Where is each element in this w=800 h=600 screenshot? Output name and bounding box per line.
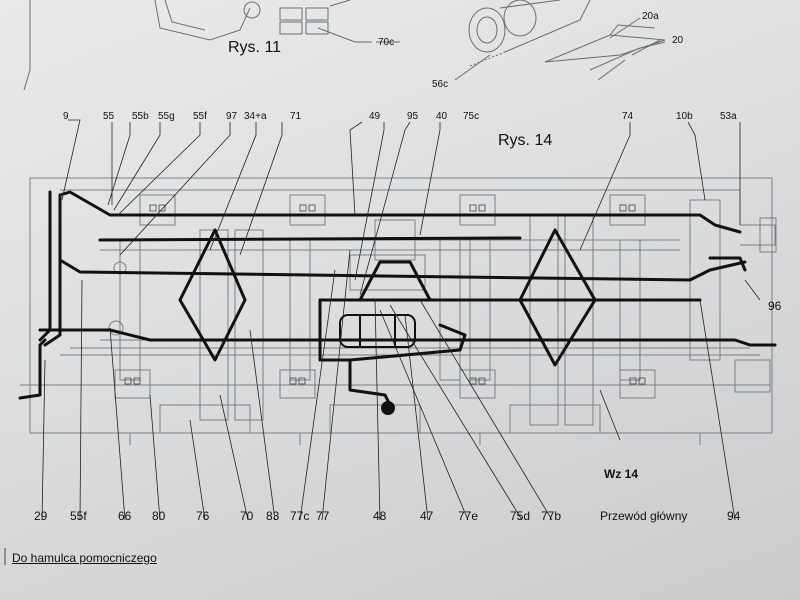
callout-55b: 55b — [132, 111, 149, 122]
main-pipe-label: Przewód główny — [600, 509, 688, 523]
label-70c: 70c — [378, 37, 395, 48]
callout-55: 55 — [103, 111, 115, 122]
callout-77: 77 — [316, 509, 330, 523]
callout-47: 47 — [420, 509, 434, 523]
callout-55f-bottom: 55f — [70, 509, 87, 523]
callout-9: 9 — [63, 111, 69, 122]
callout-53a: 53a — [720, 111, 737, 122]
label-56c: 56c — [432, 79, 449, 90]
callout-70: 70 — [240, 509, 254, 523]
callout-77e: 77e — [458, 509, 479, 523]
callout-40: 40 — [436, 111, 448, 122]
callout-94: 94 — [727, 509, 741, 523]
callout-77b: 77b — [541, 509, 562, 523]
callout-55g: 55g — [158, 111, 175, 122]
callout-29: 29 — [34, 509, 48, 523]
auxiliary-brake-note: Do hamulca pomocniczego — [12, 551, 157, 565]
callout-10b: 10b — [676, 111, 693, 122]
callout-80: 80 — [152, 509, 166, 523]
callout-97: 97 — [226, 111, 238, 122]
callout-75d: 75d — [510, 509, 531, 523]
label-20: 20 — [672, 35, 684, 46]
callout-49: 49 — [369, 111, 381, 122]
rys11-figure — [23, 0, 372, 91]
callout-77c: 77c — [290, 509, 310, 523]
callout-96: 96 — [768, 299, 782, 313]
callout-95: 95 — [407, 111, 419, 122]
callout-66: 66 — [118, 509, 132, 523]
brake-pipes — [18, 190, 777, 407]
callout-76: 76 — [196, 509, 210, 523]
callout-83: 83 — [266, 509, 280, 523]
callout-71: 71 — [290, 111, 302, 122]
callout-55f-top: 55f — [193, 111, 207, 122]
rys14-title: Rys. 14 — [498, 132, 553, 149]
callout-74: 74 — [622, 111, 634, 122]
detail-figure-20 — [468, 0, 666, 81]
callout-75c: 75c — [463, 111, 480, 122]
label-20a: 20a — [642, 11, 659, 22]
callout-48: 48 — [373, 509, 387, 523]
wz14-label: Wz 14 — [604, 467, 639, 481]
callout-34a: 34+a — [244, 111, 267, 122]
rys11-title: Rys. 11 — [228, 39, 282, 56]
